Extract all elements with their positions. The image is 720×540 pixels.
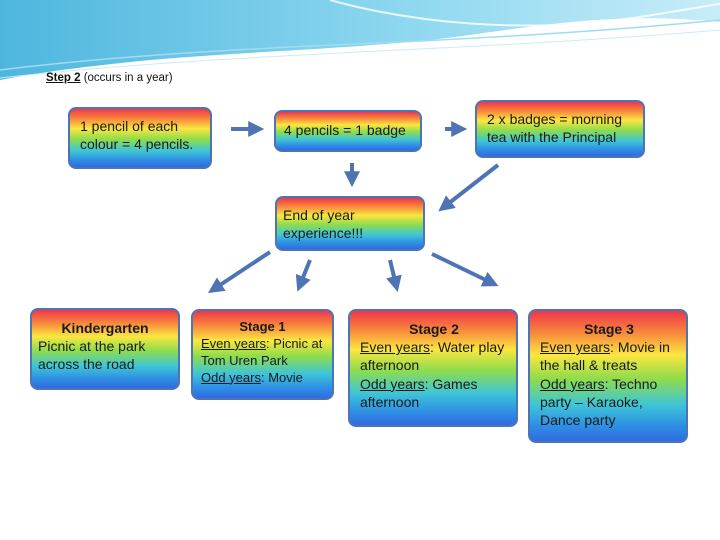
morning-tea-text: 2 x badges = morning tea with the Princi… bbox=[487, 111, 623, 146]
pencils-box: 1 pencil of each colour = 4 pencils. bbox=[68, 107, 212, 169]
arrow-tea-to-end-of-year bbox=[438, 163, 500, 212]
stage1-odd-text: : Movie bbox=[260, 369, 303, 385]
stage2-odd: Odd years: Games afternoon bbox=[360, 375, 508, 411]
arrow-to-stage2 bbox=[386, 259, 402, 293]
stage1-title: Stage 1 bbox=[239, 319, 286, 334]
step-label: Step 2 bbox=[46, 72, 81, 84]
arrow-to-stage3 bbox=[431, 252, 499, 287]
stage2-even: Even years: Water play afternoon bbox=[360, 338, 508, 374]
stage3-title: Stage 3 bbox=[584, 321, 634, 337]
end-of-year-text: End of year experience!!! bbox=[283, 207, 364, 242]
stage1-box: Stage 1 Even years: Picnic at Tom Uren P… bbox=[191, 309, 334, 400]
header-swoosh-decoration bbox=[0, 0, 720, 80]
stage3-odd: Odd years: Techno party – Karaoke, Dance… bbox=[540, 375, 678, 430]
stage2-odd-label: Odd years bbox=[360, 375, 425, 392]
stage3-odd-label: Odd years bbox=[540, 375, 605, 392]
step-note: (occurs in a year) bbox=[80, 72, 173, 84]
stage1-odd: Odd years: Movie bbox=[201, 370, 324, 387]
stage3-even-text: : Movie in the hall & treats bbox=[540, 339, 670, 374]
badge-box: 4 pencils = 1 badge bbox=[274, 110, 422, 152]
kindergarten-title: Kindergarten bbox=[61, 320, 149, 336]
stage3-odd-text: : Techno party – Karaoke, Dance party bbox=[540, 375, 658, 428]
stage2-even-text: : Water play afternoon bbox=[360, 339, 505, 374]
stage3-even-label: Even years bbox=[540, 339, 611, 356]
arrow-to-stage1 bbox=[295, 259, 312, 292]
stage1-even: Even years: Picnic at Tom Uren Park bbox=[201, 336, 324, 370]
end-of-year-box: End of year experience!!! bbox=[275, 196, 425, 251]
stage3-box: Stage 3 Even years: Movie in the hall & … bbox=[528, 309, 688, 443]
morning-tea-box: 2 x badges = morning tea with the Princi… bbox=[475, 100, 645, 158]
pencils-text: 1 pencil of each colour = 4 pencils. bbox=[80, 118, 194, 153]
stage2-even-label: Even years bbox=[360, 339, 431, 356]
stage2-box: Stage 2 Even years: Water play afternoon… bbox=[348, 309, 518, 427]
stage2-odd-text: : Games afternoon bbox=[360, 375, 478, 410]
arrow-to-kindergarten bbox=[207, 250, 272, 293]
stage2-title: Stage 2 bbox=[409, 321, 459, 337]
stage3-even: Even years: Movie in the hall & treats bbox=[540, 338, 678, 374]
stage1-odd-label: Odd years bbox=[201, 369, 261, 385]
stage1-even-label: Even years bbox=[201, 335, 267, 351]
step-heading: Step 2 (occurs in a year) bbox=[46, 72, 173, 84]
kindergarten-box: Kindergarten Picnic at the park across t… bbox=[30, 308, 180, 390]
stage1-even-text: : Picnic at Tom Uren Park bbox=[201, 335, 323, 368]
kindergarten-text: Picnic at the park across the road bbox=[38, 338, 146, 373]
badge-text: 4 pencils = 1 badge bbox=[284, 122, 406, 138]
